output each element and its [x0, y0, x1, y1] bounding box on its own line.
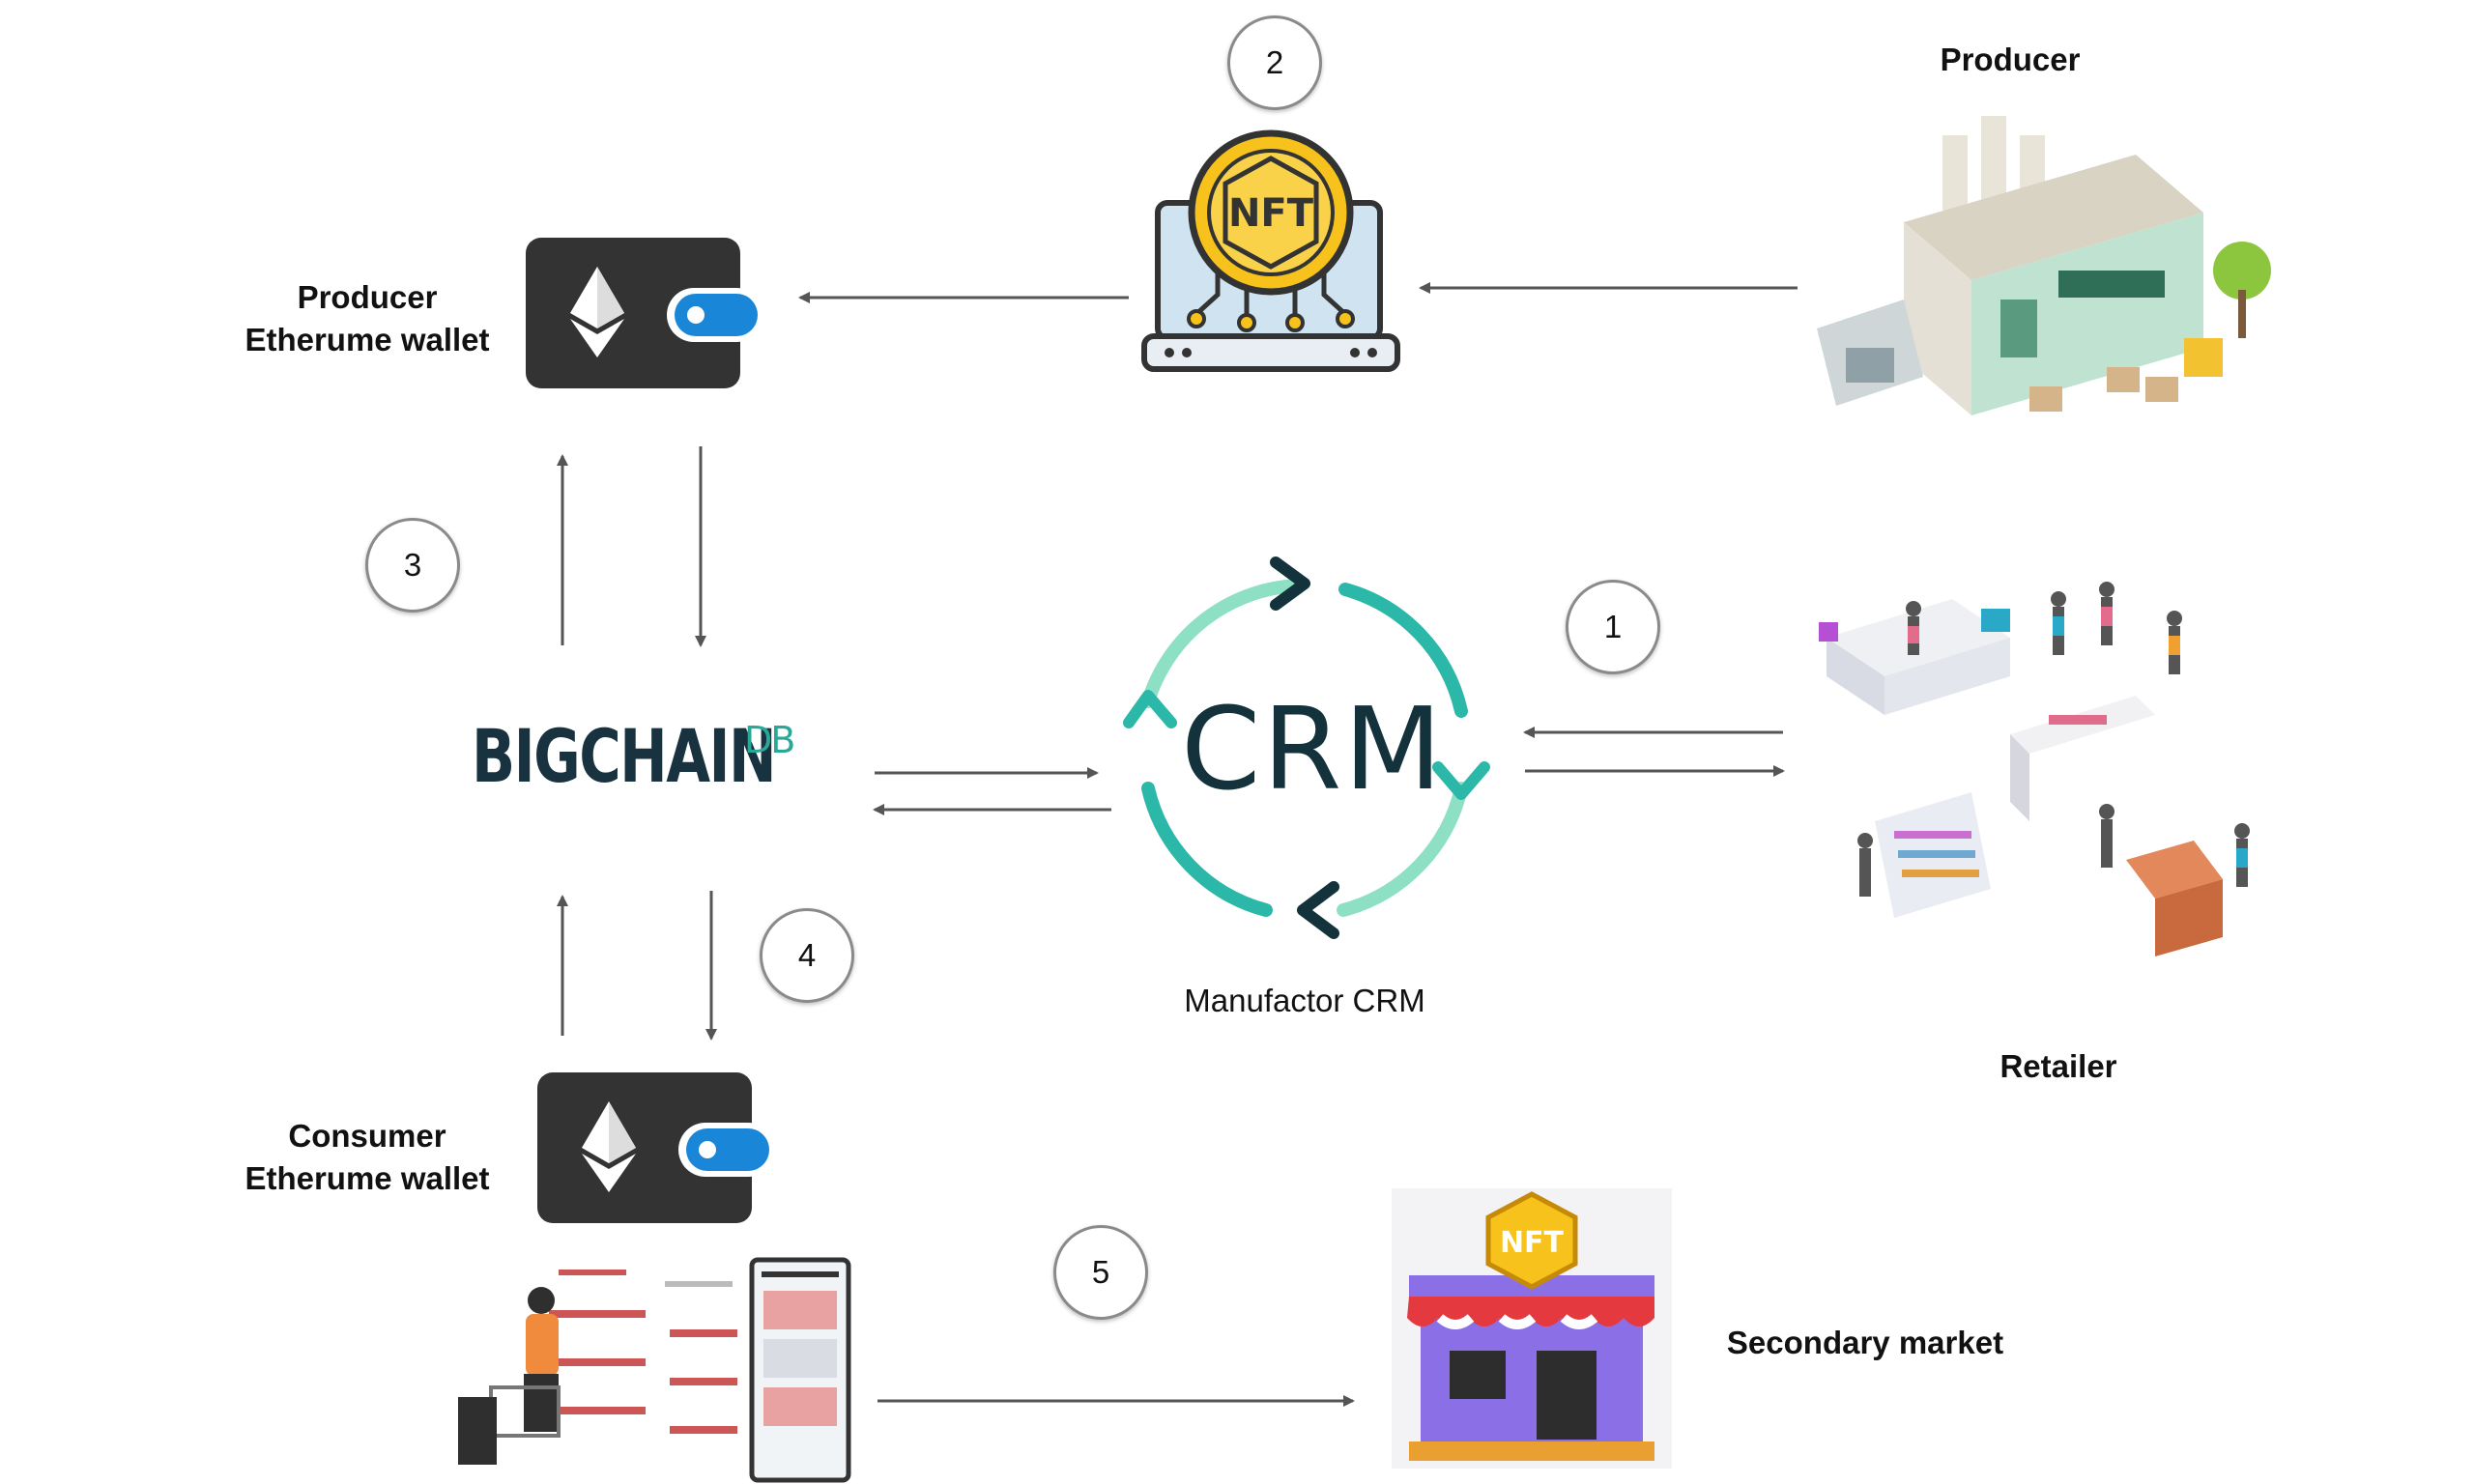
- nft-shop-badge-text: NFT: [1500, 1226, 1565, 1260]
- retailer-label: Retailer: [1999, 1048, 2117, 1084]
- consumer-wallet-label-line2: Etherume wallet: [245, 1160, 490, 1196]
- consumer-shopping-illustration: [458, 1257, 851, 1483]
- consumer-wallet-icon: [537, 1072, 775, 1223]
- crm-cycle-icon: [1123, 556, 1490, 939]
- producer-label: Producer: [1940, 42, 2081, 77]
- step-badge-2: 2: [1227, 15, 1322, 110]
- crm-logo-text: CRM: [1181, 682, 1445, 815]
- consumer-wallet-label-line1: Consumer: [288, 1118, 446, 1154]
- producer-wallet-label: Producer Etherume wallet: [213, 276, 522, 361]
- producer-wallet-label-line2: Etherume wallet: [245, 322, 490, 357]
- crm-caption: Manufactor CRM: [1184, 983, 1425, 1018]
- bigchaindb-logo-main: BIGCHAIN: [472, 713, 777, 799]
- nft-laptop-icon: NFT: [1141, 129, 1400, 372]
- step-badge-4: 4: [760, 908, 854, 1003]
- consumer-wallet-label: Consumer Etherume wallet: [213, 1115, 522, 1200]
- step-badge-3: 3: [365, 518, 460, 613]
- bigchaindb-logo-suffix: DB: [744, 719, 795, 761]
- retailer-illustration: [1819, 582, 2250, 956]
- nft-shop-illustration: NFT: [1392, 1188, 1672, 1469]
- step-badge-1: 1: [1566, 580, 1660, 674]
- step-badge-5: 5: [1053, 1225, 1148, 1320]
- producer-wallet-label-line1: Producer: [297, 279, 438, 315]
- bigchaindb-logo: BIGCHAIN DB: [472, 713, 861, 799]
- producer-wallet-icon: [526, 238, 763, 388]
- factory-illustration: [1817, 116, 2271, 415]
- secondary-market-label: Secondary market: [1726, 1325, 2004, 1360]
- nft-laptop-badge-text: NFT: [1228, 191, 1314, 236]
